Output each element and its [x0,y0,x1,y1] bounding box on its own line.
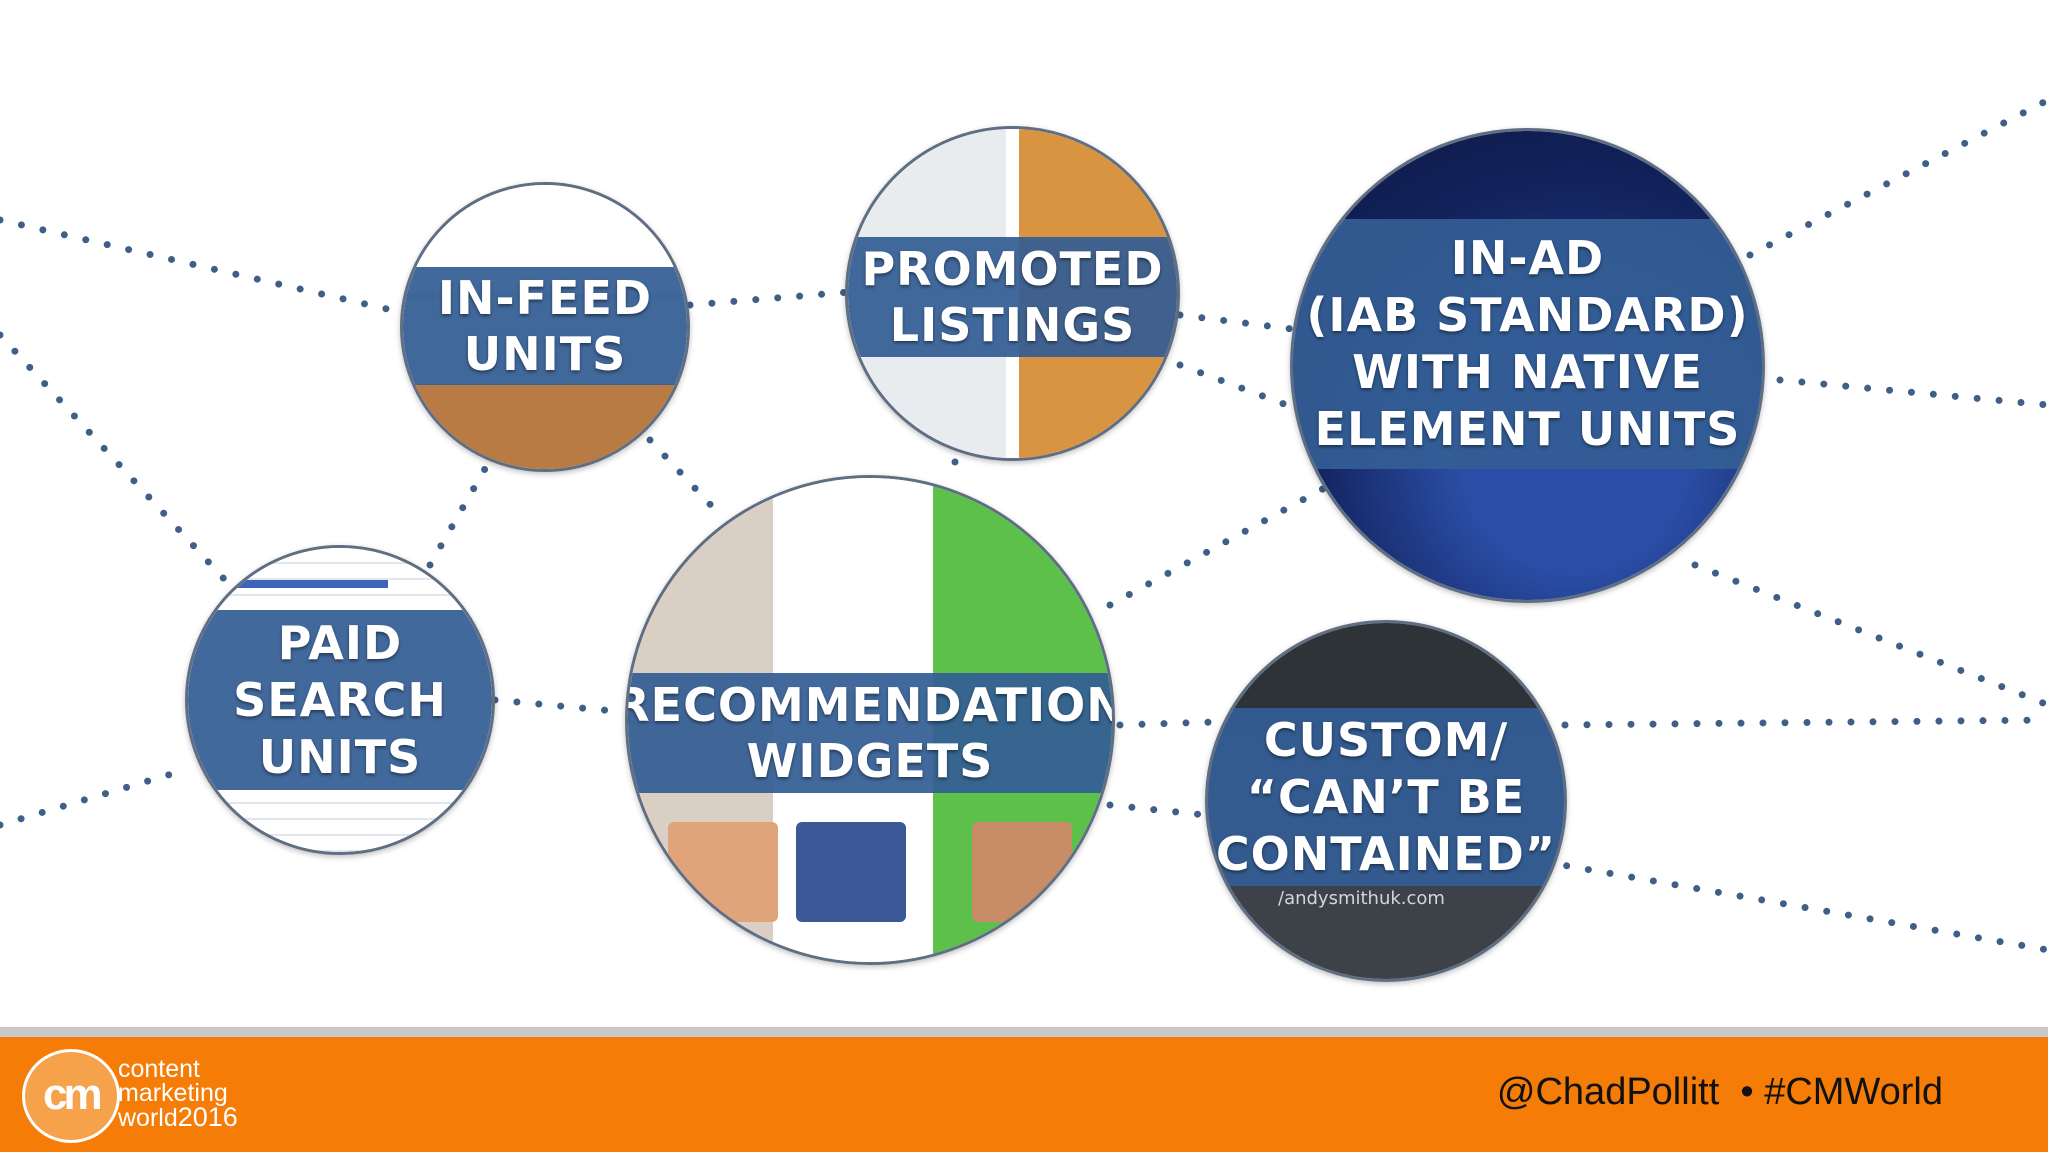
brand-line: marketing [118,1079,228,1107]
node-promoted-listings: PROMOTED LISTINGS [845,126,1180,461]
logo-mark: cm [43,1070,103,1119]
node-label-line: PAID [277,615,403,670]
node-label-line: IN-AD [1450,231,1605,285]
connector-reco-to-custom-low [1106,801,1209,819]
node-label-line: ELEMENT UNITS [1314,402,1741,456]
connector-custom-to-right-low [1541,858,2048,954]
thumbnail-image [668,822,778,922]
recommendation-label-band: RECOMMENDATION WIDGETS [628,673,1112,793]
footer-tagline: @ChadPollitt • #CMWorld [1496,1071,1943,1113]
paid-search-label-band: PAID SEARCH UNITS [188,610,492,790]
node-in-feed-units: IN-FEED UNITS [400,182,690,472]
thumbnail-image [972,822,1072,922]
connector-custom-to-right [1561,716,2048,729]
connector-left-to-infeed [0,216,404,316]
node-label-line: “CAN’T BE [1246,769,1526,824]
node-label-line: IN-FEED [437,271,653,325]
node-label-line: CUSTOM/ [1263,712,1509,767]
node-paid-search-units: PAID SEARCH UNITS [185,545,495,855]
connector-inad-to-right-top [1746,96,2048,259]
connector-promoted-to-inad-low [1176,361,1304,414]
in-feed-label-band: IN-FEED UNITS [403,267,687,385]
node-label-line: CONTAINED” [1215,826,1557,881]
facebook-logo-icon [796,822,906,922]
connector-left-low-to-search [0,766,189,829]
connector-infeed-to-promoted [686,288,854,309]
node-label-line: LISTINGS [889,298,1136,352]
promoted-label-band: PROMOTED LISTINGS [848,237,1177,357]
connector-reco-to-custom [1116,718,1219,729]
brand-wordmark: content marketing world2016 [118,1055,238,1132]
footer-bar: cm content marketing world2016 @ChadPoll… [0,1037,2048,1152]
node-label-line: WITH NATIVE [1352,345,1703,399]
node-label-line: UNITS [463,327,627,381]
node-label-line: WIDGETS [746,734,994,788]
connector-inad-to-right-mid [1776,376,2048,409]
brand-line-world: world2016 [118,1102,238,1132]
connector-search-to-reco [491,696,629,716]
connector-search-to-infeed [426,456,494,569]
brand-line: content [118,1055,201,1083]
brand-line: world [118,1104,178,1132]
in-ad-label-band: IN-AD (IAB STANDARD) WITH NATIVE ELEMENT… [1293,219,1762,469]
node-label-line: PROMOTED [861,242,1164,296]
node-label-line: SEARCH [233,672,447,727]
cmworld-logo-icon: cm [22,1049,120,1143]
search-result-link [228,580,388,588]
connector-promoted-to-inad [1176,311,1304,334]
connector-reco-to-inad [1106,481,1334,609]
custom-url-text: /andysmithuk.com [1278,888,1445,909]
connector-left-to-search [0,331,229,584]
brand-year: 2016 [177,1102,238,1132]
node-label-line: UNITS [258,729,422,784]
node-in-ad-units: IN-AD (IAB STANDARD) WITH NATIVE ELEMENT… [1290,128,1765,603]
node-custom-units: /andysmithuk.com CUSTOM/ “CAN’T BE CONTA… [1205,620,1567,982]
node-label-line: RECOMMENDATION [625,678,1115,732]
custom-label-band: CUSTOM/ “CAN’T BE CONTAINED” [1208,708,1564,886]
footer-divider [0,1027,2048,1037]
node-label-line: (IAB STANDARD) [1306,288,1749,342]
node-recommendation-widgets: RECOMMENDATION WIDGETS [625,475,1115,965]
